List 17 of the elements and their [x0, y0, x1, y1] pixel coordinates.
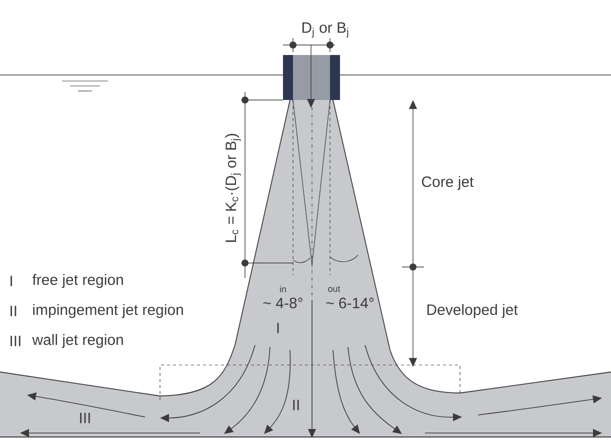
text-label: II — [10, 306, 16, 316]
text-label: I — [10, 276, 12, 286]
text-label: III — [80, 412, 90, 424]
text-label: ~ 6-14° — [326, 298, 374, 308]
text-label: Core jet — [422, 176, 474, 190]
text-label: Developed jet — [427, 304, 518, 318]
text-label: I — [277, 322, 279, 334]
text-label: III — [10, 336, 20, 346]
text-label: impingement jet region — [33, 304, 183, 318]
text-label: free jet region — [32, 274, 123, 288]
text-label: out — [328, 286, 340, 292]
text-label: in — [280, 286, 286, 292]
text-label: D$_{j}$ or B$_{j}$ — [302, 22, 348, 38]
text-label: wall jet region — [32, 334, 123, 348]
text-label: ~ 4-8° — [263, 298, 302, 308]
text-label: II — [293, 400, 299, 410]
text-label: L$_{c}$ = K$_{c}$·(D$_{j}$ or B$_{j}$) — [225, 134, 241, 242]
